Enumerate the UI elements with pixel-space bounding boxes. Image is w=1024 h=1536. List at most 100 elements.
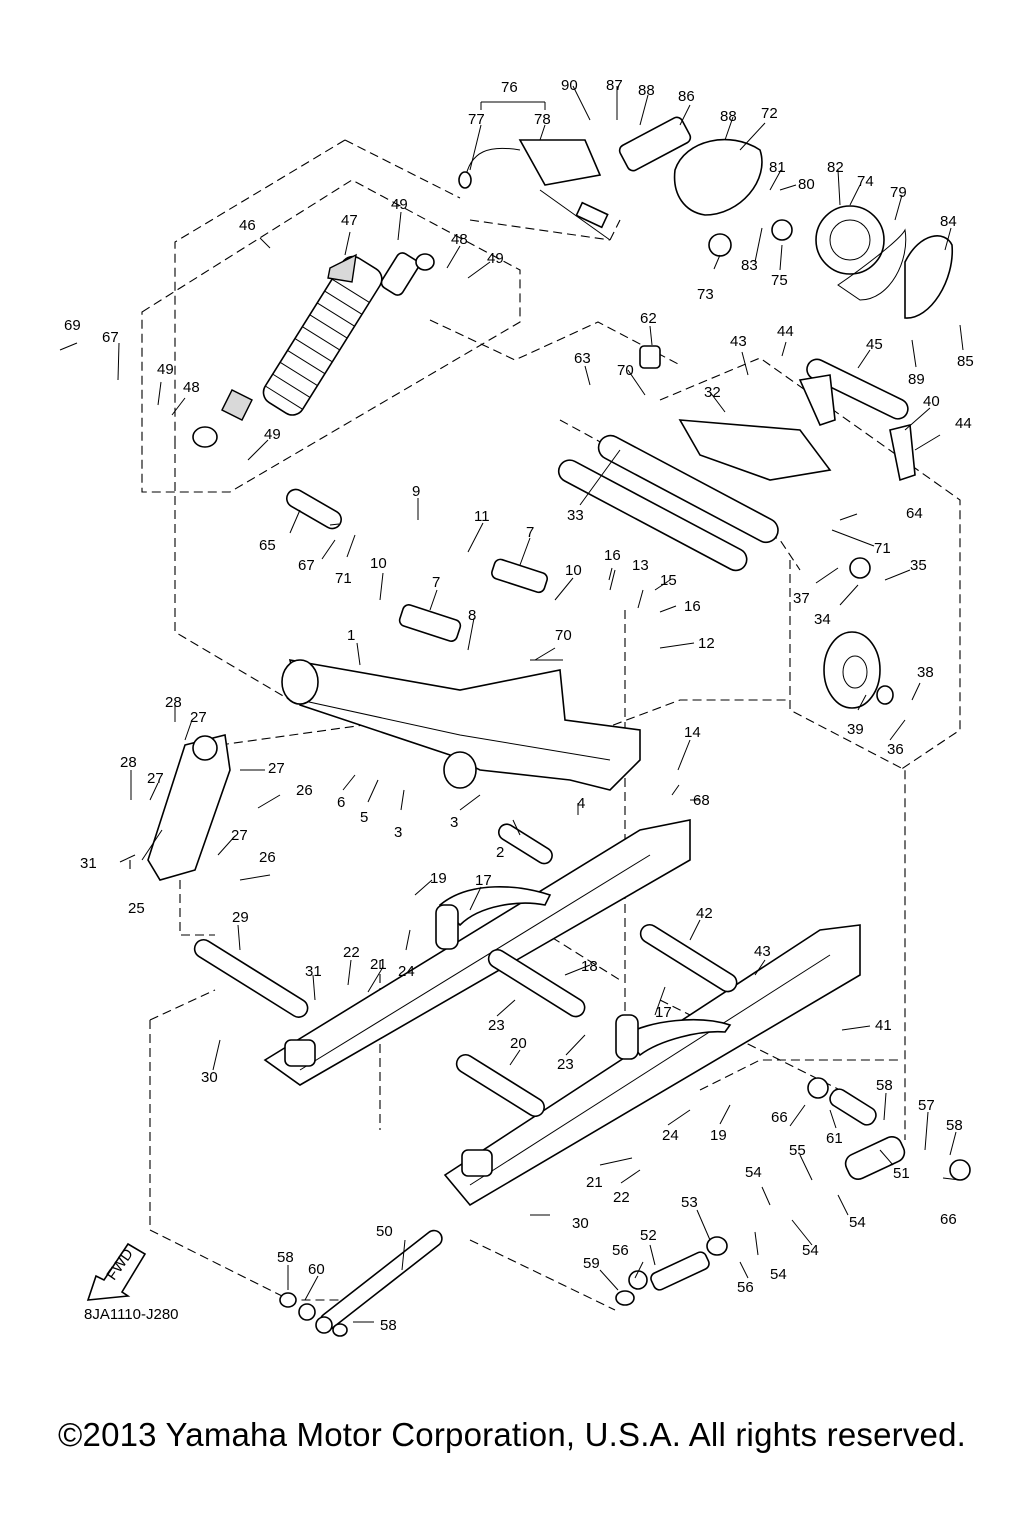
fwd-arrow-icon: FWD	[86, 1242, 147, 1301]
callout-70: 70	[617, 362, 634, 379]
callout-58c: 58	[277, 1249, 294, 1266]
callout-54d: 54	[770, 1266, 787, 1283]
callout-32: 32	[704, 384, 721, 401]
callout-11: 11	[474, 508, 490, 525]
callout-23b: 23	[557, 1056, 574, 1073]
rear-arm	[557, 345, 916, 572]
callout-22b: 22	[613, 1189, 630, 1206]
callout-30: 30	[201, 1069, 218, 1086]
callout-75: 75	[771, 272, 788, 289]
callout-13: 13	[632, 557, 649, 574]
callout-6: 6	[337, 794, 345, 811]
callout-29: 29	[232, 909, 249, 926]
callout-8: 8	[468, 607, 476, 624]
callout-58: 58	[876, 1077, 893, 1094]
callout-81: 81	[769, 159, 786, 176]
callout-3b: 3	[450, 814, 458, 831]
front-arm	[281, 558, 641, 791]
callout-35: 35	[910, 557, 927, 574]
callout-54b: 54	[849, 1214, 866, 1231]
callout-62: 62	[640, 310, 657, 327]
callout-24b: 24	[662, 1127, 679, 1144]
callout-89: 89	[908, 371, 925, 388]
shafts	[193, 488, 738, 1330]
torsion-springs	[435, 886, 732, 1060]
callout-10: 10	[370, 555, 387, 572]
callout-84: 84	[940, 213, 957, 230]
callout-16b: 16	[684, 598, 701, 615]
callout-37: 37	[793, 590, 810, 607]
callout-64: 64	[906, 505, 923, 522]
callout-19b: 19	[710, 1127, 727, 1144]
callout-50: 50	[376, 1223, 393, 1240]
callout-56b: 56	[737, 1279, 754, 1296]
callout-43: 43	[730, 333, 747, 350]
callout-25: 25	[128, 900, 145, 917]
callout-49d: 49	[264, 426, 281, 443]
slide-rails	[263, 819, 861, 1207]
callout-23: 23	[488, 1017, 505, 1034]
callout-34: 34	[814, 611, 831, 628]
callout-45: 45	[866, 336, 883, 353]
exploded-parts-diagram: FWD	[59, 77, 974, 1337]
callout-28b: 28	[120, 754, 137, 771]
callout-83: 83	[741, 257, 758, 274]
callout-63: 63	[574, 350, 591, 367]
adjuster-assembly	[458, 116, 953, 319]
callout-54c: 54	[802, 1242, 819, 1259]
callout-30b: 30	[572, 1215, 589, 1232]
callout-69: 69	[64, 317, 81, 334]
callout-65: 65	[259, 537, 276, 554]
callout-3: 3	[394, 824, 402, 841]
callout-20: 20	[510, 1035, 527, 1052]
callout-4: 4	[577, 795, 585, 812]
callout-19: 19	[430, 870, 447, 887]
rear-shock-absorber	[192, 252, 435, 448]
callout-57: 57	[918, 1097, 935, 1114]
callout-18: 18	[581, 958, 598, 975]
callout-7b: 7	[526, 524, 534, 541]
callout-49: 49	[391, 196, 408, 213]
callout-56: 56	[612, 1242, 629, 1259]
callout-51: 51	[893, 1165, 910, 1182]
callout-2: 2	[496, 844, 504, 861]
callout-15: 15	[660, 572, 677, 589]
callout-68: 68	[693, 792, 710, 809]
callout-26: 26	[296, 782, 313, 799]
callout-31b: 31	[80, 855, 97, 872]
callout-33: 33	[567, 507, 584, 524]
callout-9: 9	[412, 483, 420, 500]
callout-58d: 58	[380, 1317, 397, 1334]
callout-73: 73	[697, 286, 714, 303]
callout-40: 40	[923, 393, 940, 410]
callout-1: 1	[347, 627, 355, 644]
callout-21b: 21	[586, 1174, 603, 1191]
callout-22: 22	[343, 944, 360, 961]
callout-90: 90	[561, 77, 578, 94]
callout-31: 31	[305, 963, 322, 980]
callout-78: 78	[534, 111, 551, 128]
callout-49c: 49	[157, 361, 174, 378]
callout-82: 82	[827, 159, 844, 176]
callout-27b: 27	[268, 760, 285, 777]
callout-71b: 71	[335, 570, 352, 587]
callout-7: 7	[432, 574, 440, 591]
callout-44: 44	[777, 323, 794, 340]
callout-26b: 26	[259, 849, 276, 866]
callout-67b: 67	[102, 329, 119, 346]
callout-53: 53	[681, 1194, 698, 1211]
callout-54: 54	[745, 1164, 762, 1181]
callout-79: 79	[890, 184, 907, 201]
callout-48b: 48	[183, 379, 200, 396]
callout-52: 52	[640, 1227, 657, 1244]
callout-71: 71	[874, 540, 891, 557]
callout-74: 74	[857, 173, 874, 190]
callout-36: 36	[887, 741, 904, 758]
callout-28: 28	[165, 694, 182, 711]
callout-17b: 17	[655, 1004, 672, 1021]
callout-85: 85	[957, 353, 974, 370]
callout-67: 67	[298, 557, 315, 574]
callout-42: 42	[696, 905, 713, 922]
callout-76: 76	[501, 79, 518, 96]
callout-27d: 27	[231, 827, 248, 844]
